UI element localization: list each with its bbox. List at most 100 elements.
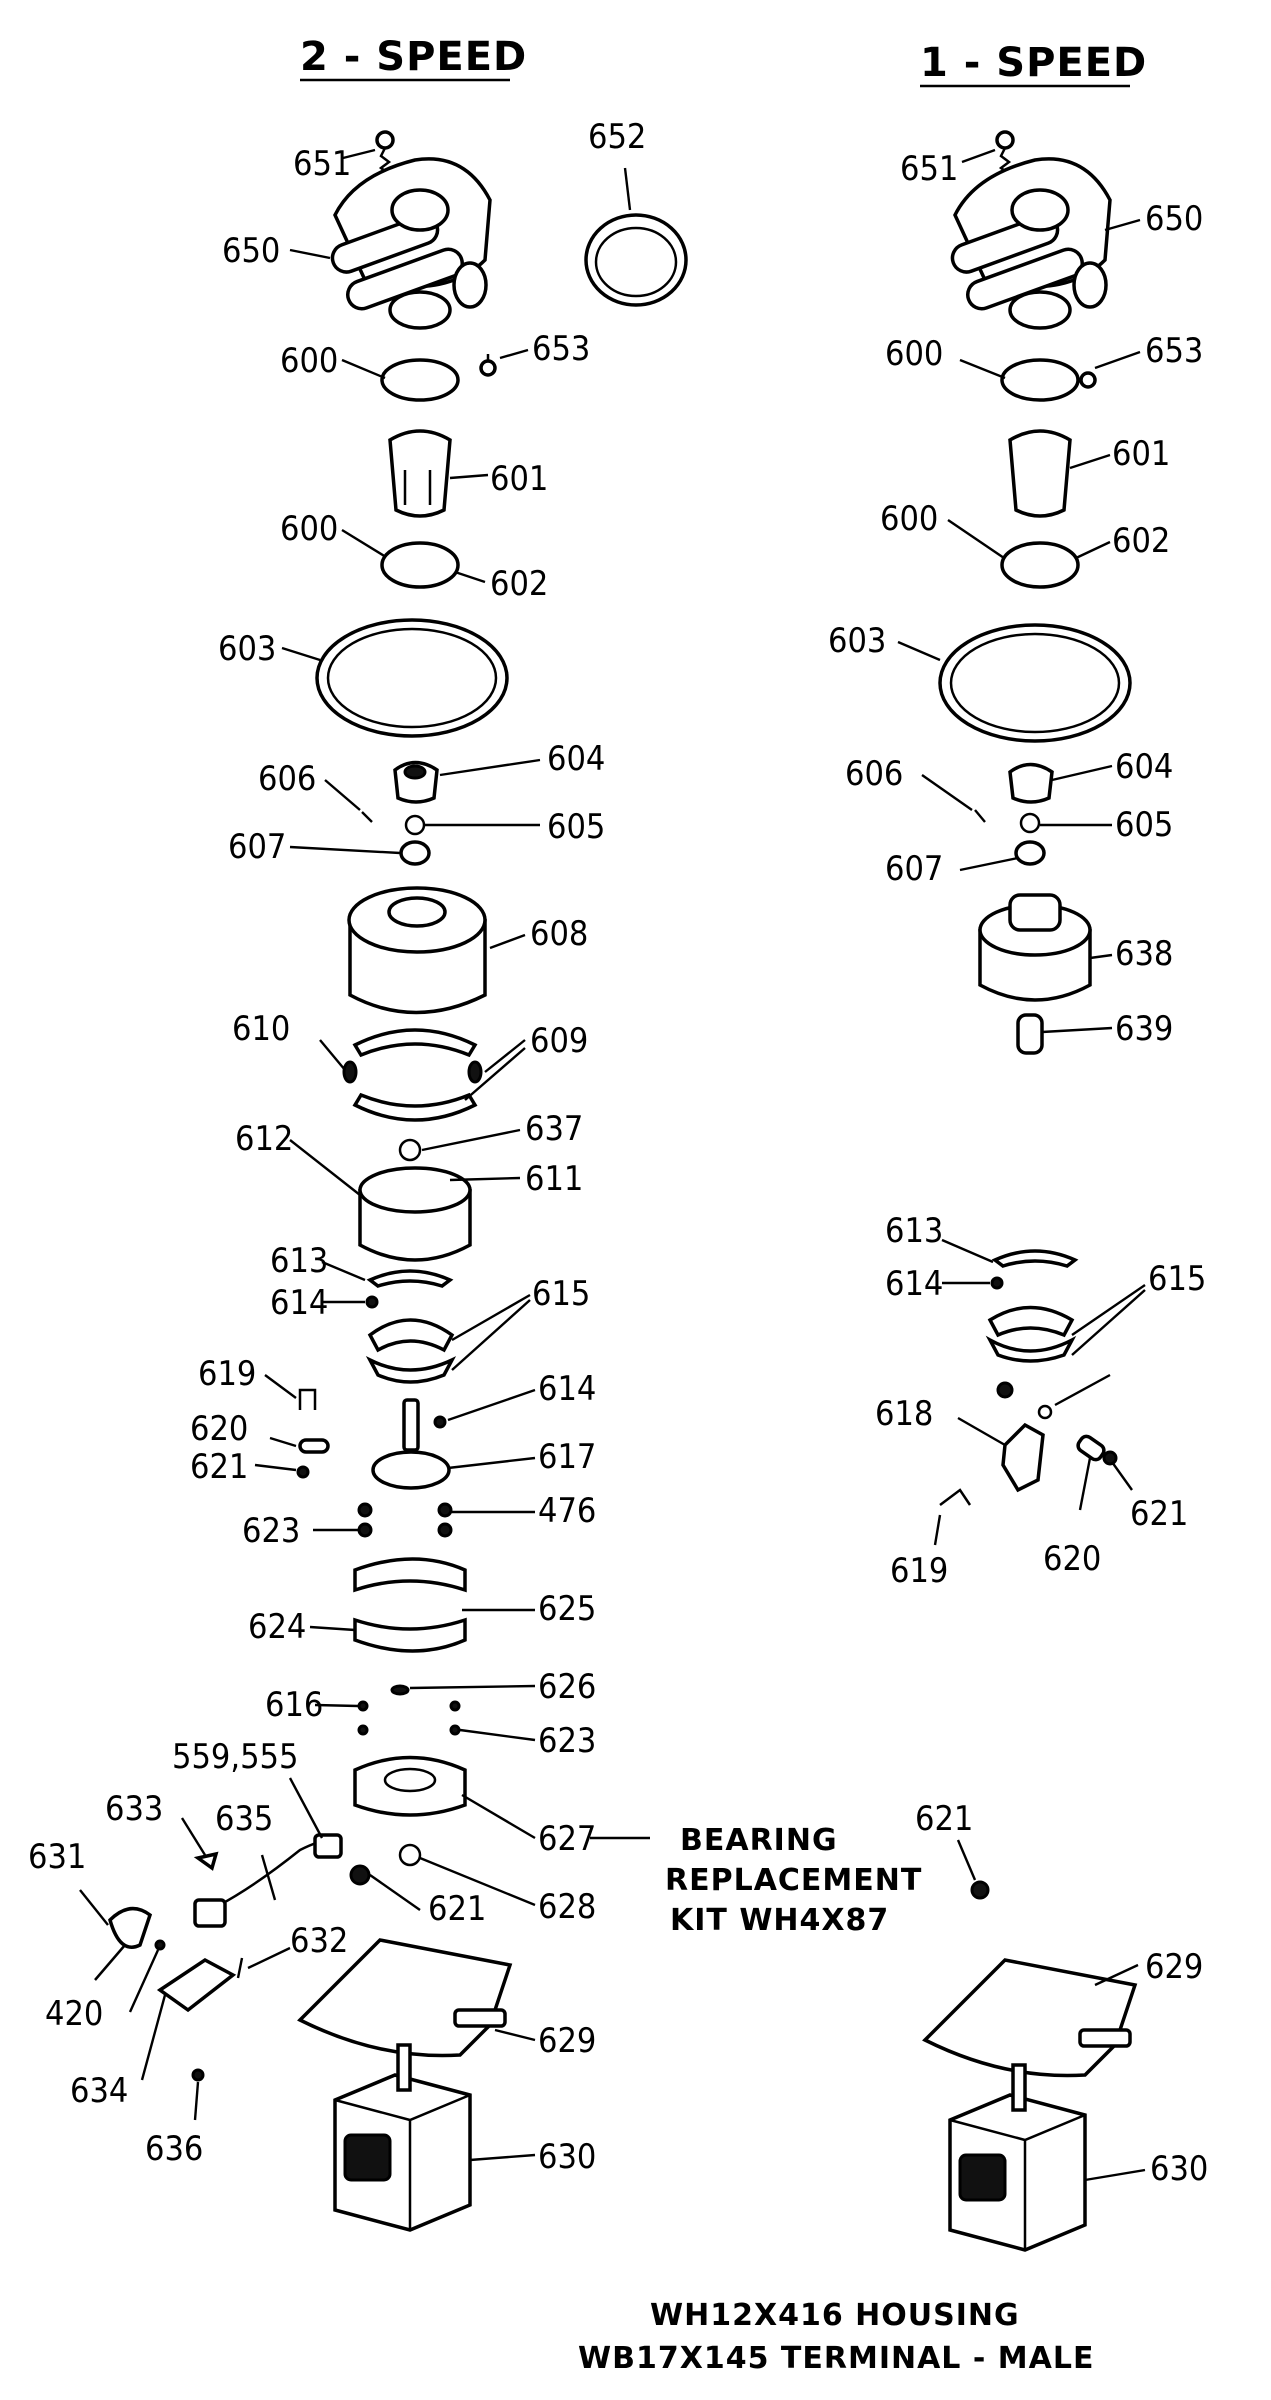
label-616: 616 (265, 1685, 323, 1725)
labels-1-speed: 651 650 600 653 601 600 602 603 606 604 … (828, 149, 1208, 2189)
clamp-600-icon (1000, 358, 1080, 402)
label-603: 603 (218, 629, 276, 669)
bearing-kit-note: BEARING REPLACEMENT KIT WH4X87 (665, 1823, 922, 1938)
pin-632-icon (236, 1957, 244, 1979)
motor-housing-630-icon (948, 2063, 1087, 2252)
label-606: 606 (845, 754, 903, 794)
label-600: 600 (885, 334, 943, 374)
note-bearing-line2: REPLACEMENT (665, 1863, 922, 1898)
label-614: 614 (885, 1264, 943, 1304)
label-614: 614 (270, 1283, 328, 1323)
bracket-625-icon (353, 1557, 467, 1653)
lever-618-icon (1001, 1422, 1045, 1493)
parts-2-speed (94, 130, 688, 2232)
mount-plate-629-icon (922, 1958, 1138, 2078)
label-623: 623 (242, 1511, 300, 1551)
label-620: 620 (1043, 1539, 1101, 1579)
bracket-613-icon (991, 1249, 1079, 1268)
label-615: 615 (1148, 1259, 1206, 1299)
label-631: 631 (28, 1837, 86, 1877)
brake-615-icon (987, 1305, 1075, 1338)
bracket-609-icon (342, 1028, 483, 1122)
valve-body-650-icon (950, 157, 1112, 330)
label-630: 630 (538, 2137, 596, 2177)
label-652: 652 (588, 117, 646, 157)
screw-633-icon (193, 1851, 219, 1871)
brake-615-icon (367, 1318, 455, 1353)
label-639: 639 (1115, 1009, 1173, 1049)
label-617: 617 (538, 1437, 596, 1477)
label-603: 603 (828, 621, 886, 661)
screw-653-icon (479, 354, 497, 377)
label-610: 610 (232, 1009, 290, 1049)
parts-1-speed (922, 130, 1138, 2252)
motor-housing-630-icon (333, 2043, 472, 2232)
labels-2-speed: 651 652 650 600 653 601 600 602 603 606 … (28, 117, 646, 2177)
label-621: 621 (190, 1447, 248, 1487)
label-605: 605 (547, 807, 605, 847)
spring-619-icon (298, 1388, 317, 1410)
label-602: 602 (490, 564, 548, 604)
washer-637-icon (398, 1138, 422, 1162)
label-619: 619 (890, 1551, 948, 1591)
label-609: 609 (530, 1021, 588, 1061)
clip-620-icon (1076, 1434, 1106, 1462)
rotor-608-icon (347, 886, 487, 1015)
screw-651-icon (375, 130, 395, 183)
label-621: 621 (1130, 1494, 1188, 1534)
footer-line2: WB17X145 TERMINAL - MALE (578, 2341, 1094, 2376)
label-638: 638 (1115, 934, 1173, 974)
washer-628-icon (398, 1843, 422, 1867)
washer-607-icon (399, 840, 431, 866)
hose-601-icon (388, 429, 452, 518)
label-601: 601 (490, 459, 548, 499)
ball-621-icon (296, 1465, 310, 1479)
label-600: 600 (280, 341, 338, 381)
valve-body-650-icon (330, 157, 492, 330)
label-626: 626 (538, 1667, 596, 1707)
label-605: 605 (1115, 805, 1173, 845)
key-606-icon (361, 811, 373, 823)
label-602: 602 (1112, 521, 1170, 561)
label-635: 635 (215, 1799, 273, 1839)
label-613: 613 (270, 1241, 328, 1281)
bracket-613-icon (366, 1269, 454, 1288)
sleeve-639-icon (1016, 1013, 1044, 1055)
note-bearing-line1: BEARING (680, 1823, 838, 1858)
label-621b: 621 (915, 1799, 973, 1839)
label-623b: 623 (538, 1721, 596, 1761)
label-650: 650 (222, 231, 280, 271)
label-606: 606 (258, 759, 316, 799)
label-630: 630 (1150, 2149, 1208, 2189)
label-621b: 621 (428, 1889, 486, 1929)
leader-lines-right (897, 148, 1146, 2182)
label-629: 629 (538, 2021, 596, 2061)
pulley-604-icon (393, 760, 439, 804)
label-420: 420 (45, 1994, 103, 2034)
label-618: 618 (875, 1394, 933, 1434)
label-614b: 614 (538, 1369, 596, 1409)
rivet-420-icon (154, 1939, 166, 1951)
label-627: 627 (538, 1819, 596, 1859)
hose-601-icon (1008, 429, 1072, 518)
label-629: 629 (1145, 1947, 1203, 1987)
label-632: 632 (290, 1921, 348, 1961)
clip-620-icon (298, 1438, 330, 1454)
label-615: 615 (532, 1274, 590, 1314)
ring-605-icon (404, 814, 426, 836)
note-bearing-line3: KIT WH4X87 (670, 1903, 889, 1938)
label-611: 611 (525, 1159, 583, 1199)
spring-619-icon (939, 1488, 972, 1506)
label-608: 608 (530, 914, 588, 954)
bracket-634-icon (156, 1957, 237, 2013)
header-1-speed: 1 - SPEED (920, 40, 1147, 86)
label-600b: 600 (880, 499, 938, 539)
footer-note: WH12X416 HOUSING WB17X145 TERMINAL - MAL… (578, 2298, 1094, 2376)
rivet-636-icon (191, 2068, 205, 2082)
header-2-speed: 2 - SPEED (300, 34, 527, 80)
label-633: 633 (105, 1789, 163, 1829)
label-604: 604 (1115, 747, 1173, 787)
ring-652-icon (584, 213, 688, 307)
label-600b: 600 (280, 509, 338, 549)
ball-614-icon (365, 1295, 379, 1309)
